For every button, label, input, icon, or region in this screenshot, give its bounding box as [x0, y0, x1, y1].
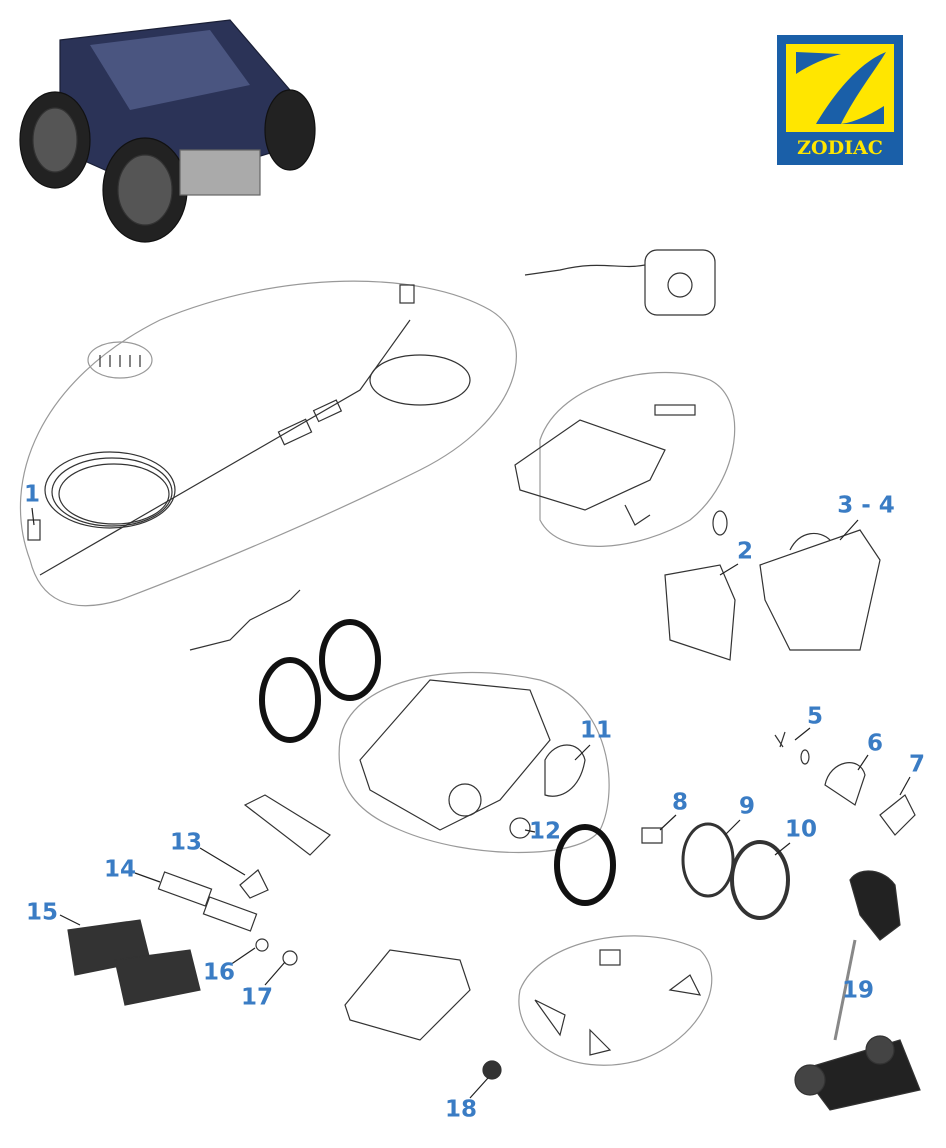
handle — [243, 794, 331, 856]
part-label-10: 10 — [784, 816, 818, 843]
body-group-outline — [338, 671, 610, 854]
screws-group-outline — [87, 341, 153, 379]
hood-group-outline — [539, 371, 736, 547]
filter-3-4 — [759, 529, 881, 651]
part-18 — [482, 1060, 502, 1080]
part-7 — [879, 794, 916, 836]
part-14 — [157, 871, 258, 932]
part-16 — [255, 938, 269, 952]
caddy-19 — [794, 870, 921, 1111]
brushes-15 — [67, 919, 201, 1006]
part-label-5: 5 — [806, 703, 824, 730]
part-label-15: 15 — [25, 899, 59, 926]
clips-group-outline — [518, 935, 713, 1066]
part-9 — [681, 822, 735, 898]
logo-z-mark — [786, 44, 894, 132]
part-label-11: 11 — [579, 717, 613, 744]
part-label-3-4: 3 - 4 — [837, 492, 895, 519]
clips — [534, 949, 702, 1056]
filter-2 — [664, 564, 736, 661]
part-5 — [774, 731, 810, 765]
robot-photo — [19, 19, 316, 243]
internal-cable — [189, 589, 301, 651]
logo-text: ZODIAC — [797, 137, 883, 159]
part-label-2: 2 — [736, 538, 754, 565]
part-8 — [641, 827, 663, 844]
part-label-6: 6 — [866, 730, 884, 757]
floating-cable — [27, 284, 471, 576]
part-label-9: 9 — [738, 793, 756, 820]
part-label-16: 16 — [202, 959, 236, 986]
part-13 — [239, 869, 269, 899]
part-label-12: 12 — [528, 818, 562, 845]
part-label-8: 8 — [671, 789, 689, 816]
screws — [99, 355, 141, 367]
part-12 — [509, 817, 531, 839]
part-11 — [544, 744, 586, 797]
part-label-1: 1 — [23, 481, 41, 508]
body — [359, 679, 551, 831]
power-supply — [524, 249, 716, 316]
part-label-18: 18 — [444, 1096, 478, 1123]
part-10 — [730, 840, 790, 920]
part-label-7: 7 — [908, 751, 926, 778]
motor-block — [344, 949, 471, 1041]
part-label-14: 14 — [103, 856, 137, 883]
part-label-19: 19 — [841, 977, 875, 1004]
part-label-13: 13 — [169, 829, 203, 856]
zodiac-logo: ZODIAC — [777, 35, 903, 165]
leader-lines — [31, 507, 911, 1099]
top-hood — [514, 404, 728, 536]
part-label-17: 17 — [240, 984, 274, 1011]
wheel-front — [554, 824, 616, 906]
cable-group-outline — [19, 280, 517, 607]
part-17 — [282, 950, 298, 966]
wheels-left — [259, 619, 381, 743]
part-6 — [824, 762, 866, 806]
